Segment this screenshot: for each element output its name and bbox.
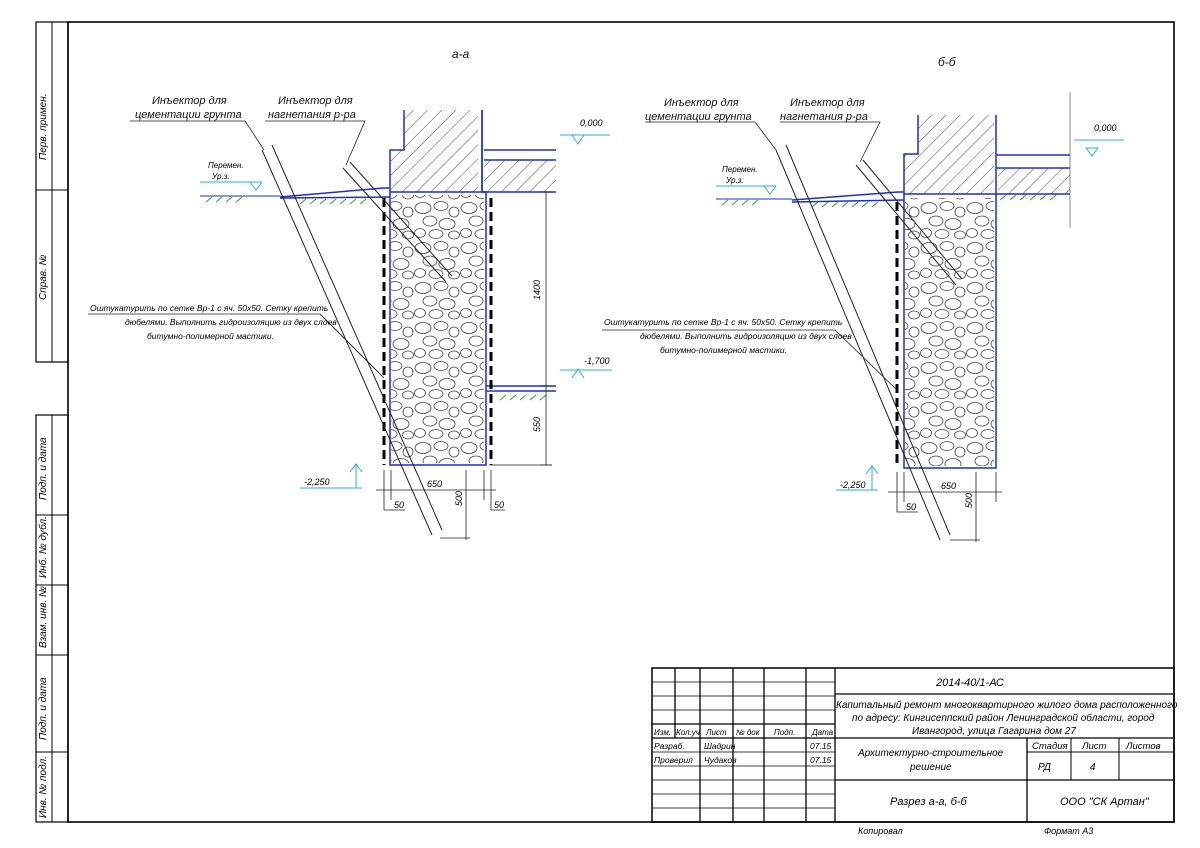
label-injector-soil-a-2: цементации грунта	[135, 109, 242, 121]
label-injector-soil-a-1: Инъектор для	[152, 95, 227, 107]
project-line-1: Капитальный ремонт многоквартирного жило…	[836, 700, 1178, 711]
row1-name: Шадрин	[704, 741, 736, 751]
label-injector-pump-a-2: нагнетания р-ра	[268, 109, 356, 121]
rubble-foundation-b	[905, 198, 994, 466]
company-name: ООО "СК Артан"	[1060, 796, 1150, 808]
water-level-a-2: Ур.з.	[211, 172, 230, 181]
title-block	[651, 667, 1175, 823]
note-b-line-1: Оштукатурить по сетке Вр-1 с яч. 50х50. …	[604, 317, 842, 327]
listov-label: Листов	[1125, 741, 1161, 752]
water-level-b-2: Ур.з.	[725, 176, 744, 185]
hdr-data: Дата	[811, 728, 834, 737]
section-a-title: а-а	[452, 47, 470, 61]
footer-kopiroval: Копировал	[858, 826, 903, 836]
stamp-perv-primen: Перв. примен.	[38, 94, 49, 160]
section-b: б-б Инъектор для цементации грунта И	[602, 55, 1124, 542]
dim-a-50-left: 50	[394, 500, 404, 510]
dim-a-500: 500	[454, 491, 464, 506]
level-a-mid: -1,700	[584, 356, 610, 366]
dim-b-650: 650	[941, 481, 956, 491]
level-b-top: 0,000	[1094, 123, 1117, 133]
doc-code: 2014-40/1-АС	[935, 677, 1004, 689]
sheet-title: Разрез а-а, б-б	[890, 796, 967, 808]
level-a-bottom: -2,250	[304, 477, 330, 487]
hdr-kol: Кол.уч	[676, 728, 700, 737]
note-a-line-3: битумно-полимерной мастики.	[147, 331, 274, 341]
hdr-podp: Подп.	[774, 728, 795, 737]
section-b-title: б-б	[938, 55, 957, 69]
dim-a-1400: 1400	[532, 280, 542, 300]
label-injector-pump-b-1: Инъектор для	[790, 97, 865, 109]
label-injector-soil-b-1: Инъектор для	[664, 97, 739, 109]
section-name-1: Архитектурно-строительное	[857, 748, 1004, 759]
dim-b-500: 500	[964, 493, 974, 508]
stamp-inv-podl: Инв. № подл.	[38, 756, 49, 818]
dim-a-650: 650	[427, 479, 442, 489]
note-a-line-1: Оштукатурить по сетке Вр-1 с яч. 50х50. …	[90, 303, 328, 313]
water-level-a-1: Перемен.	[208, 161, 244, 170]
project-line-2: по адресу: Кингисеппский район Ленинград…	[852, 712, 1155, 724]
note-a-line-2: дюбелями. Выполнить гидроизоляцию из дву…	[125, 317, 337, 327]
hdr-izm: Изм.	[654, 728, 671, 737]
stamp-podp-data-2: Подп. и дата	[38, 677, 49, 740]
label-injector-soil-b-2: цементации грунта	[645, 111, 752, 123]
project-line-3: Ивангород, улица Гагарина дом 27	[912, 726, 1076, 737]
rubble-foundation-a	[391, 195, 484, 463]
stamp-podp-data-1: Подп. и дата	[38, 437, 49, 500]
hdr-ndok: № док	[736, 728, 761, 737]
label-injector-pump-a-1: Инъектор для	[278, 95, 353, 107]
level-a-top: 0,000	[580, 118, 603, 128]
dim-a-550: 550	[532, 417, 542, 432]
dim-a-50-right: 50	[494, 500, 504, 510]
row2-role: Проверил	[654, 755, 693, 765]
note-b-line-3: битумно-полимерной мастики.	[660, 345, 787, 355]
water-level-b-1: Перемен.	[722, 165, 758, 174]
note-b-line-2: дюбелями. Выполнить гидроизоляцию из дву…	[640, 331, 852, 341]
stamp-sprav-no: Справ. №	[38, 254, 49, 300]
footer-format: Формат А3	[1044, 826, 1093, 836]
list-label: Лист	[1081, 741, 1107, 752]
title-block-text: 2014-40/1-АС Капитальный ремонт многоква…	[654, 677, 1178, 808]
level-b-bottom: -2,250	[840, 480, 866, 490]
hdr-list: Лист	[705, 728, 727, 737]
row2-name: Чудаков	[704, 755, 737, 765]
sheet-frame	[35, 21, 1175, 823]
stadia-value: РД	[1038, 762, 1051, 773]
section-name-2: решение	[909, 762, 952, 773]
row1-role: Разраб.	[654, 741, 685, 751]
label-injector-pump-b-2: нагнетания р-ра	[780, 111, 868, 123]
stadia-label: Стадия	[1032, 741, 1068, 752]
stamp-inv-dubl: Инб. № дубл.	[37, 516, 49, 578]
sheet-number: 4	[1090, 762, 1096, 773]
stamp-vzam-inv: Взам. инв. №	[38, 586, 49, 648]
side-stamp-labels: Перв. примен. Справ. № Подп. и дата Инб.…	[37, 94, 49, 818]
row1-date: 07.15	[810, 741, 832, 751]
section-a: а-а	[88, 47, 612, 540]
dim-b-50: 50	[906, 502, 916, 512]
row2-date: 07.15	[810, 755, 832, 765]
